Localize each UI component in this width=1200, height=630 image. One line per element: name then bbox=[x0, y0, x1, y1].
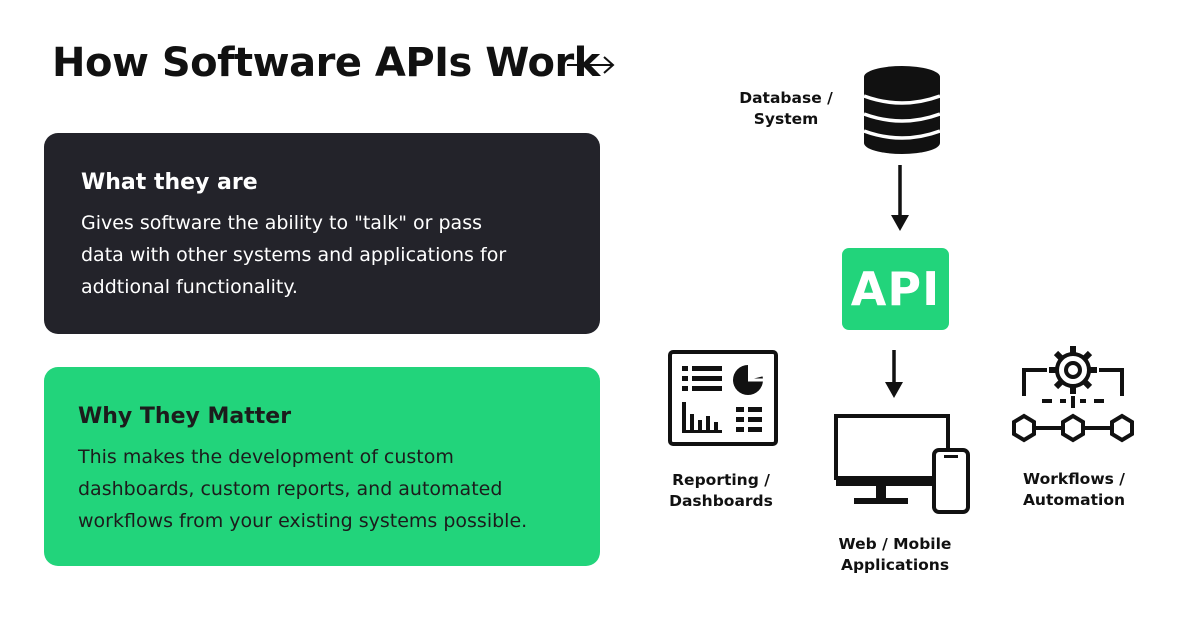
database-label: Database / System bbox=[739, 89, 833, 128]
card-body: This makes the development of custom das… bbox=[78, 441, 564, 537]
what-they-are-card: What they are Gives software the ability… bbox=[44, 133, 600, 334]
card-line: workflows from your existing systems pos… bbox=[78, 510, 528, 532]
down-arrow-icon bbox=[891, 165, 909, 231]
monitor-phone-icon bbox=[834, 414, 970, 514]
gear-workflow-icon bbox=[1012, 346, 1134, 443]
card-body: Gives software the ability to "talk" or … bbox=[81, 207, 564, 303]
card-line: This makes the development of custom bbox=[78, 446, 454, 468]
web-mobile-label: Web / Mobile Applications bbox=[838, 535, 952, 574]
down-arrow-icon bbox=[885, 350, 903, 398]
card-heading: What they are bbox=[81, 170, 258, 195]
card-line: Gives software the ability to "talk" or … bbox=[81, 212, 482, 234]
reporting-label: Reporting / Dashboards bbox=[669, 471, 773, 510]
api-box: API bbox=[842, 248, 949, 330]
right-arrow-icon bbox=[567, 56, 615, 74]
card-line: data with other systems and applications… bbox=[81, 244, 507, 266]
card-line: addtional functionality. bbox=[81, 276, 298, 298]
database-icon bbox=[863, 66, 941, 154]
api-diagram: Database / System API bbox=[620, 40, 1180, 600]
card-line: dashboards, custom reports, and automate… bbox=[78, 478, 503, 500]
dashboard-icon bbox=[668, 350, 778, 446]
why-they-matter-card: Why They Matter This makes the developme… bbox=[44, 367, 600, 566]
workflows-label: Workflows / Automation bbox=[1022, 470, 1126, 509]
page-title: How Software APIs Work bbox=[52, 40, 600, 86]
card-heading: Why They Matter bbox=[78, 404, 292, 429]
